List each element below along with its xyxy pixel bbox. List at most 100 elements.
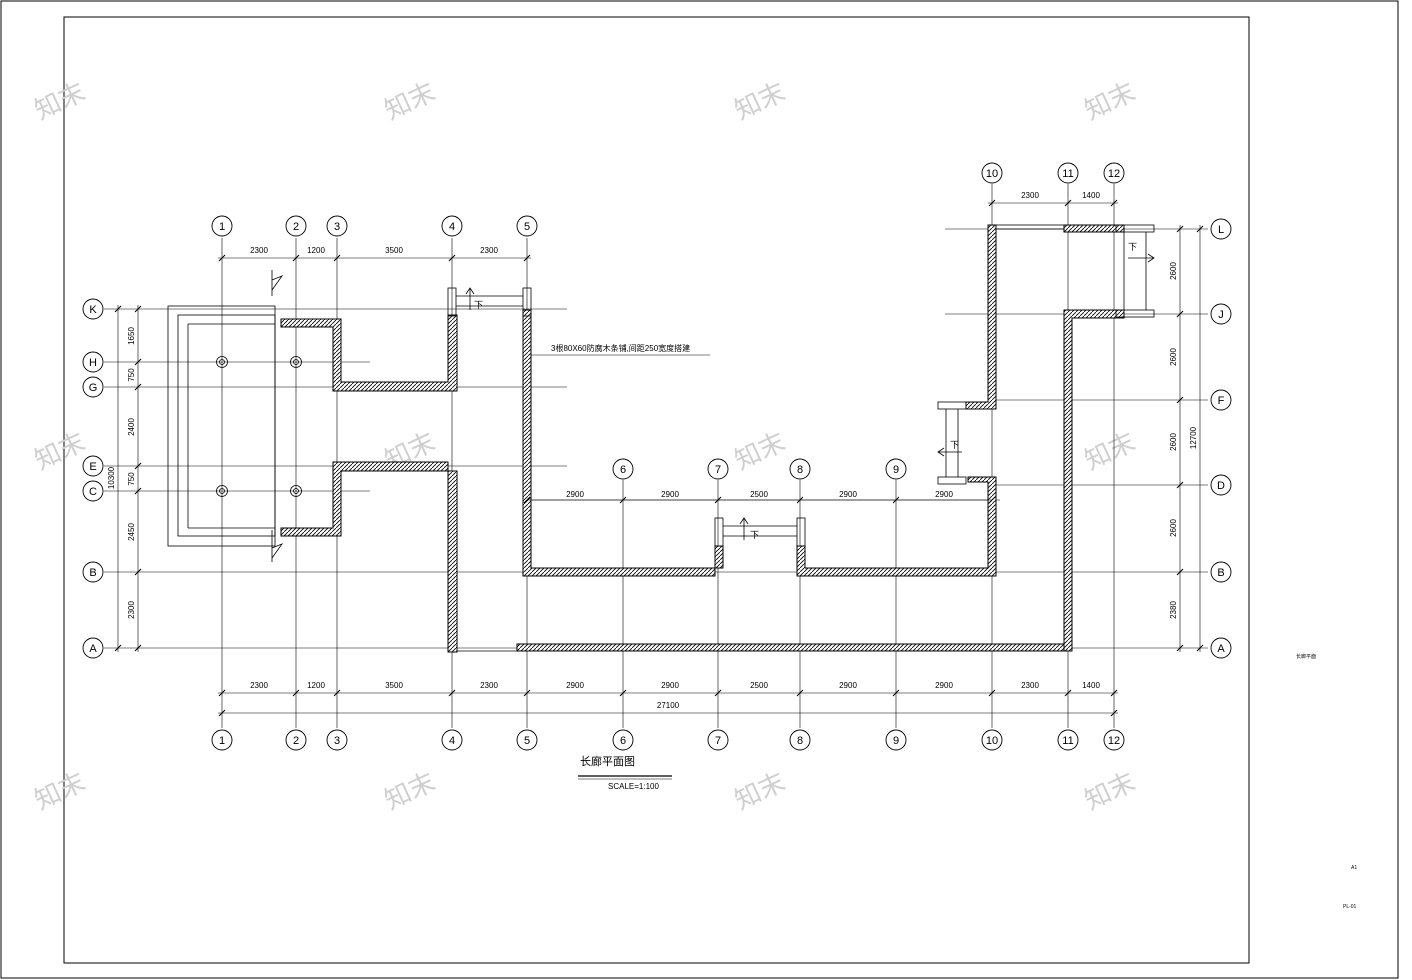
axis-label-row: D	[1217, 480, 1225, 492]
dim-bottom: 1200	[307, 681, 325, 690]
axis-label-col: 10	[986, 168, 998, 180]
drawing-title: 长廊平面图	[580, 754, 635, 768]
axis-label-col: 11	[1062, 735, 1073, 747]
dimension-ticks	[114, 199, 1204, 717]
dim-middle: 2500	[750, 490, 768, 499]
watermark: 知末	[730, 767, 790, 816]
axis-label-col: 9	[893, 464, 899, 476]
dim-top-left: 3500	[385, 246, 403, 255]
dim-middle: 2900	[839, 490, 857, 499]
dim-left: 2300	[127, 601, 136, 619]
dim-top-left: 2300	[250, 246, 268, 255]
axis-label-col: 10	[986, 735, 998, 747]
dim-middle: 2900	[935, 490, 953, 499]
axis-label-col: 1	[219, 735, 225, 747]
dim-bottom: 2500	[750, 681, 768, 690]
stair-arrow-label: 下	[1128, 242, 1137, 252]
axis-label-row: E	[89, 461, 96, 473]
sheet-number: PL-01	[1343, 904, 1357, 910]
axis-label-col: 2	[293, 735, 299, 747]
dim-right: 2600	[1169, 262, 1178, 280]
dim-right: 2380	[1169, 601, 1178, 619]
axis-label-col: 6	[620, 464, 626, 476]
dim-right: 2600	[1169, 519, 1178, 537]
axis-label-col: 3	[334, 221, 340, 233]
dim-bottom: 1400	[1082, 681, 1100, 690]
axis-label-row: K	[89, 304, 97, 316]
dim-top-left: 2300	[480, 246, 498, 255]
axis-label-col: 5	[524, 221, 530, 233]
stairs	[271, 224, 1155, 562]
material-annotation: 3根80X60防腐木条铺,间距250宽度搭建	[551, 343, 690, 353]
watermark: 知末	[1080, 427, 1140, 476]
stair-arrow-label: 下	[950, 440, 959, 450]
watermark: 知末	[1080, 77, 1140, 126]
watermark: 知末	[30, 427, 90, 476]
stair-arrows	[465, 253, 1155, 540]
dim-bottom: 2900	[935, 681, 953, 690]
drawing-scale: SCALE=1:100	[608, 782, 659, 791]
axis-label-row: A	[1217, 643, 1225, 655]
axis-label-col: 8	[797, 464, 803, 476]
dim-right-total: 12700	[1189, 426, 1198, 449]
watermark: 知末	[30, 767, 90, 816]
axis-label-row: J	[1218, 309, 1224, 321]
sheet-inner-border	[63, 16, 1250, 964]
axis-label-row: B	[1217, 567, 1224, 579]
axis-label-col: 2	[293, 221, 299, 233]
dim-bottom: 2900	[566, 681, 584, 690]
axis-label-col: 3	[334, 735, 340, 747]
dim-left: 750	[127, 472, 136, 486]
dimension-lines	[117, 202, 1201, 714]
dim-left-total: 10300	[107, 466, 116, 489]
axis-label-row: F	[1218, 395, 1225, 407]
axis-label-col: 7	[715, 464, 721, 476]
dimension-texts-vertical: 1650 750 2400 750 2450 2300 10300 2600 2…	[107, 262, 1198, 619]
axis-label-row: C	[89, 486, 97, 498]
axis-label-col: 12	[1108, 168, 1120, 180]
dim-bottom: 2300	[1021, 681, 1039, 690]
axis-label-col: 1	[219, 221, 225, 233]
axis-bubbles	[82, 162, 1232, 751]
dim-top-left: 1200	[307, 246, 325, 255]
axis-label-row: A	[89, 643, 97, 655]
axis-label-col: 6	[620, 735, 626, 747]
axis-label-row: L	[1218, 224, 1224, 236]
dim-middle: 2900	[566, 490, 584, 499]
dim-right: 2600	[1169, 433, 1178, 451]
watermark: 知末	[1080, 767, 1140, 816]
axis-label-col: 7	[715, 735, 721, 747]
outline-walls	[167, 224, 1065, 652]
axis-label-col: 4	[449, 221, 455, 233]
axis-label-row: B	[89, 567, 96, 579]
dim-bottom: 2300	[250, 681, 268, 690]
dim-bottom: 3500	[385, 681, 403, 690]
dim-left: 2450	[127, 523, 136, 541]
watermarks: 知末 知末 知末 知末 知末 知末 知末 知末 知末 知末 知末 知末	[30, 77, 1140, 816]
axis-label-col: 9	[893, 735, 899, 747]
dim-bottom-total: 27100	[657, 701, 680, 710]
dim-bottom: 2300	[480, 681, 498, 690]
axis-labels: 1 2 3 4 5 6 7 8 9 10 11 12 1 2 3 4 5 6 7…	[89, 168, 1226, 747]
axis-label-col: 8	[797, 735, 803, 747]
sheet-size: A1	[1351, 865, 1357, 871]
axis-label-row: G	[89, 382, 98, 394]
dim-left: 2400	[127, 418, 136, 436]
dim-middle: 2900	[661, 490, 679, 499]
dim-top-right: 1400	[1082, 191, 1100, 200]
walls	[280, 224, 1125, 653]
dim-bottom: 2900	[661, 681, 679, 690]
dim-right: 2600	[1169, 348, 1178, 366]
axis-label-col: 11	[1062, 168, 1073, 180]
dimension-texts: 2300 1200 3500 2300 2300 1400 2900 2900 …	[250, 191, 1100, 710]
stair-arrow-label: 下	[474, 300, 483, 310]
columns	[216, 356, 302, 497]
watermark: 知末	[30, 77, 90, 126]
axis-label-row: H	[89, 357, 97, 369]
dim-bottom: 2900	[839, 681, 857, 690]
watermark: 知末	[380, 77, 440, 126]
side-label: 长廊平面	[1296, 653, 1316, 660]
dim-top-right: 2300	[1021, 191, 1039, 200]
